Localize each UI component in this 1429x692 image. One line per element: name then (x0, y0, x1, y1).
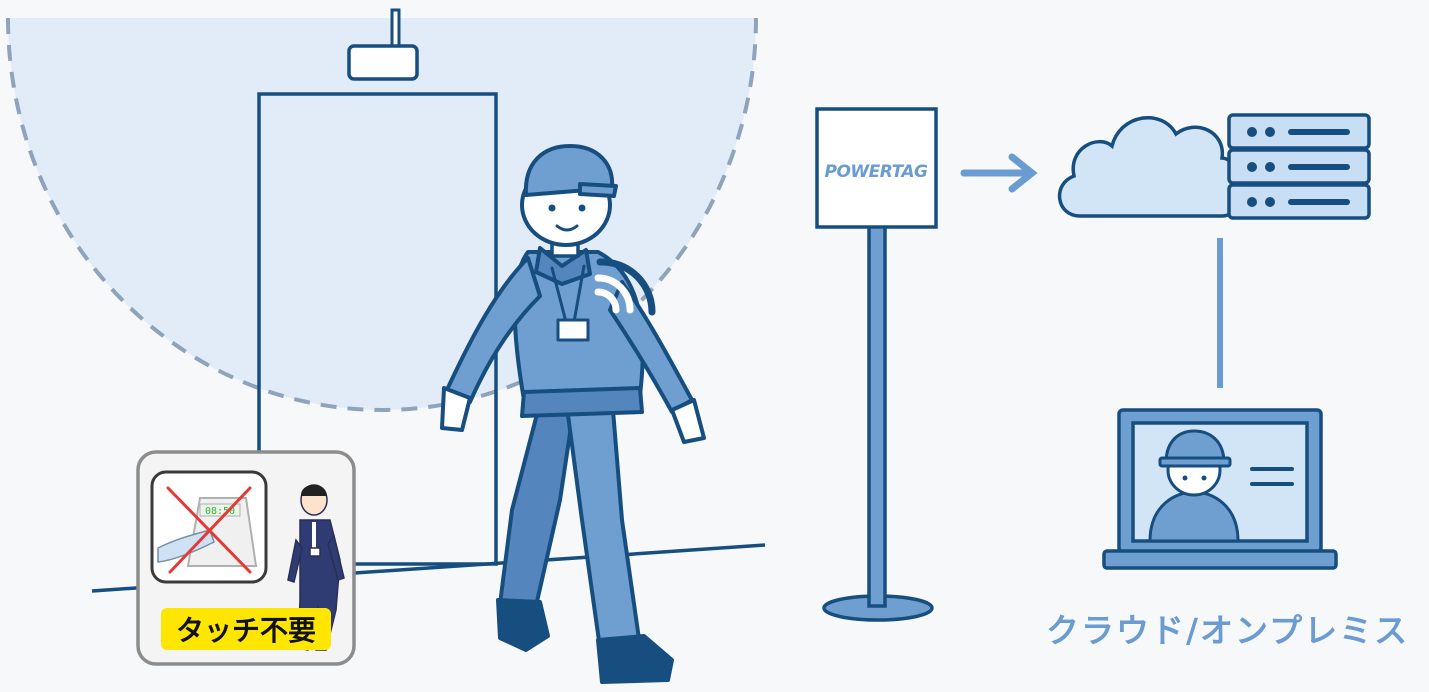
data-flow-arrow (964, 157, 1032, 189)
touch-free-inset: 08:50 タッチ不要 (138, 452, 354, 664)
touch-free-badge: タッチ不要 (176, 614, 316, 647)
sign-brand-text: POWERTAG (825, 162, 929, 182)
server-stack-icon (1229, 115, 1369, 218)
system-label: クラウド/オンプレミス (1046, 604, 1416, 652)
laptop-icon (1104, 410, 1336, 568)
cloud-icon (1060, 118, 1241, 216)
powertag-sign-stand: POWERTAG (817, 109, 936, 620)
